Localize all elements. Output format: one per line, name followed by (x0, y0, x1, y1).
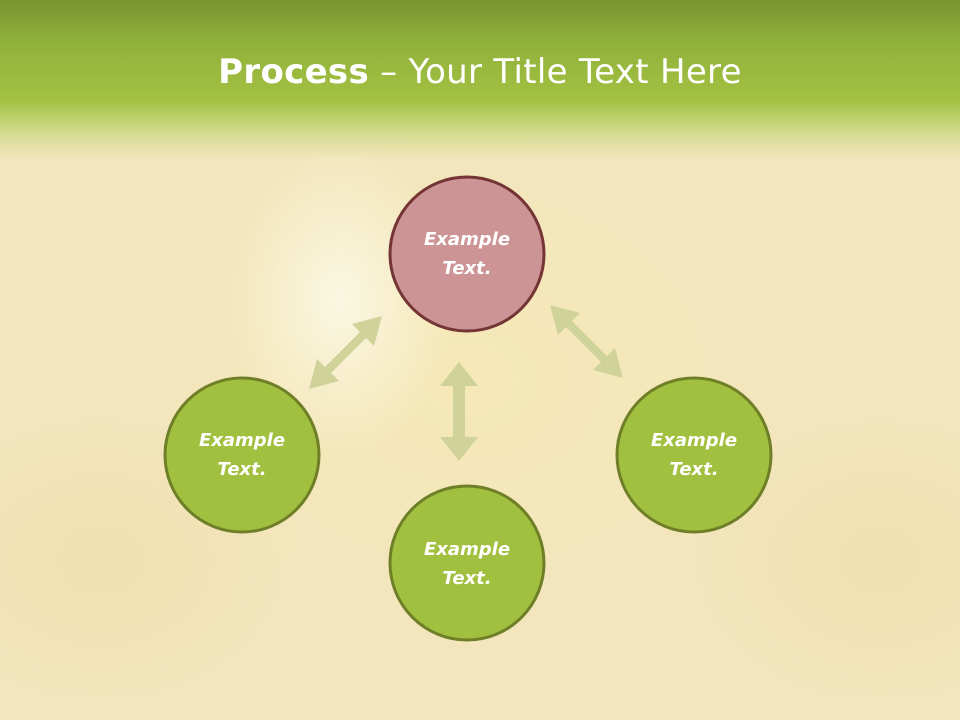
node-center-line2: Text. (442, 258, 492, 279)
node-left-text: Example Text. (172, 426, 312, 484)
node-right-line2: Text. (669, 459, 719, 480)
node-bottom-text: Example Text. (397, 535, 537, 593)
arrow-center-right (550, 305, 623, 378)
node-right-line1: Example (650, 430, 738, 451)
slide-title: Process – Your Title Text Here (0, 52, 960, 92)
title-bar (0, 0, 960, 160)
title-bold: Process (218, 52, 370, 92)
node-center-line1: Example (423, 229, 511, 250)
node-center[interactable] (388, 175, 546, 333)
node-left-line2: Text. (217, 459, 267, 480)
node-bottom-line1: Example (423, 539, 511, 560)
node-bottom-line2: Text. (442, 568, 492, 589)
node-right-text: Example Text. (624, 426, 764, 484)
arrow-center-left (309, 316, 382, 389)
node-left-line1: Example (198, 430, 286, 451)
node-left[interactable] (163, 376, 321, 534)
arrow-center-bottom (440, 362, 478, 461)
title-rest: – Your Title Text Here (369, 52, 742, 92)
node-bottom[interactable] (388, 484, 546, 642)
node-center-text: Example Text. (397, 225, 537, 283)
node-right[interactable] (615, 376, 773, 534)
